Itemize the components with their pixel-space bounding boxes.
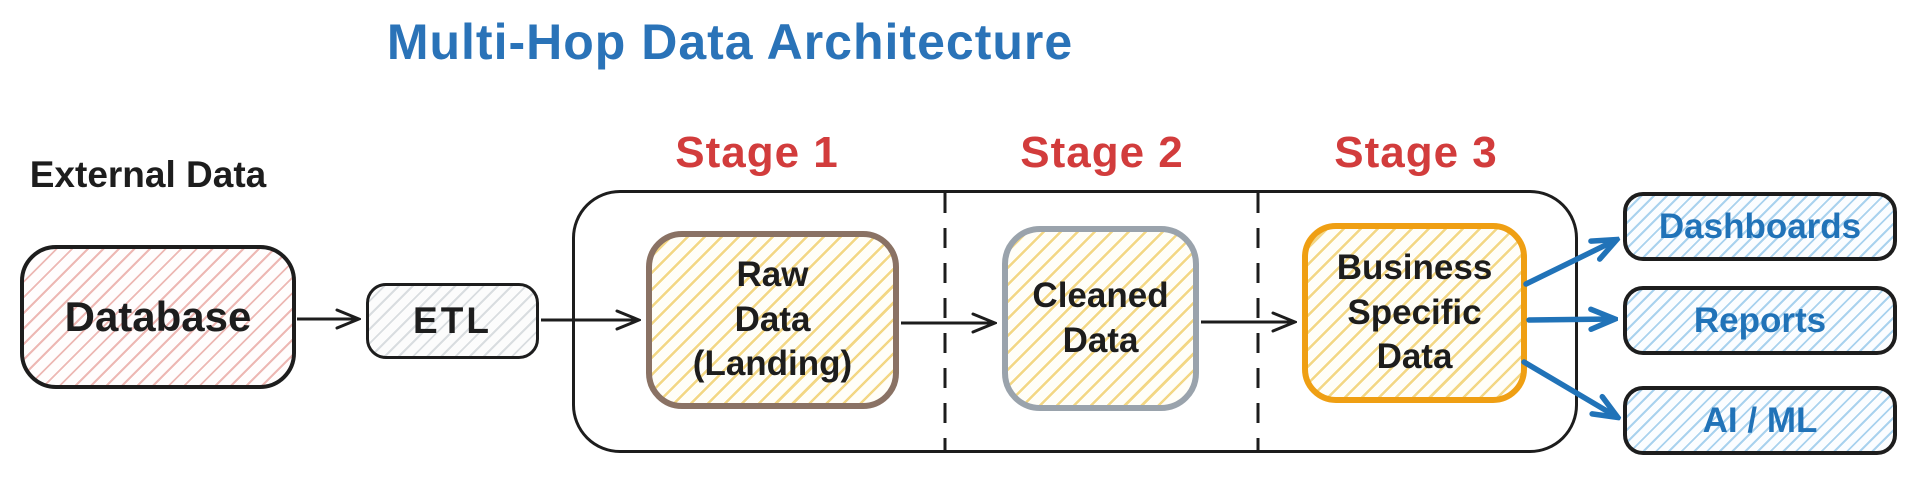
cleaned-data-node-label: Cleaned Data xyxy=(1032,276,1169,360)
raw-data-node: Raw Data (Landing) xyxy=(646,231,899,409)
database-node-label: Database xyxy=(64,293,252,340)
etl-node: ETL xyxy=(366,283,539,359)
output-dashboards-label: Dashboards xyxy=(1658,206,1862,246)
output-ai-ml-label: AI / ML xyxy=(1702,400,1818,440)
output-reports-node: Reports xyxy=(1623,286,1897,355)
external-data-label: External Data xyxy=(29,154,267,195)
stage-1-label: Stage 1 xyxy=(675,128,839,177)
business-specific-data-node: Business Specific Data xyxy=(1302,223,1527,403)
business-specific-data-node-label: Business Specific Data xyxy=(1336,248,1493,377)
output-dashboards-node: Dashboards xyxy=(1623,192,1897,261)
etl-node-label: ETL xyxy=(413,300,492,341)
diagram-title: Multi-Hop Data Architecture xyxy=(386,14,1074,70)
stage-3-label: Stage 3 xyxy=(1334,128,1498,177)
database-node: Database xyxy=(20,245,296,389)
output-ai-ml-node: AI / ML xyxy=(1623,386,1897,455)
raw-data-node-label: Raw Data (Landing) xyxy=(692,255,853,384)
cleaned-data-node: Cleaned Data xyxy=(1002,226,1199,411)
output-reports-label: Reports xyxy=(1693,300,1827,340)
stage-2-label: Stage 2 xyxy=(1020,128,1184,177)
